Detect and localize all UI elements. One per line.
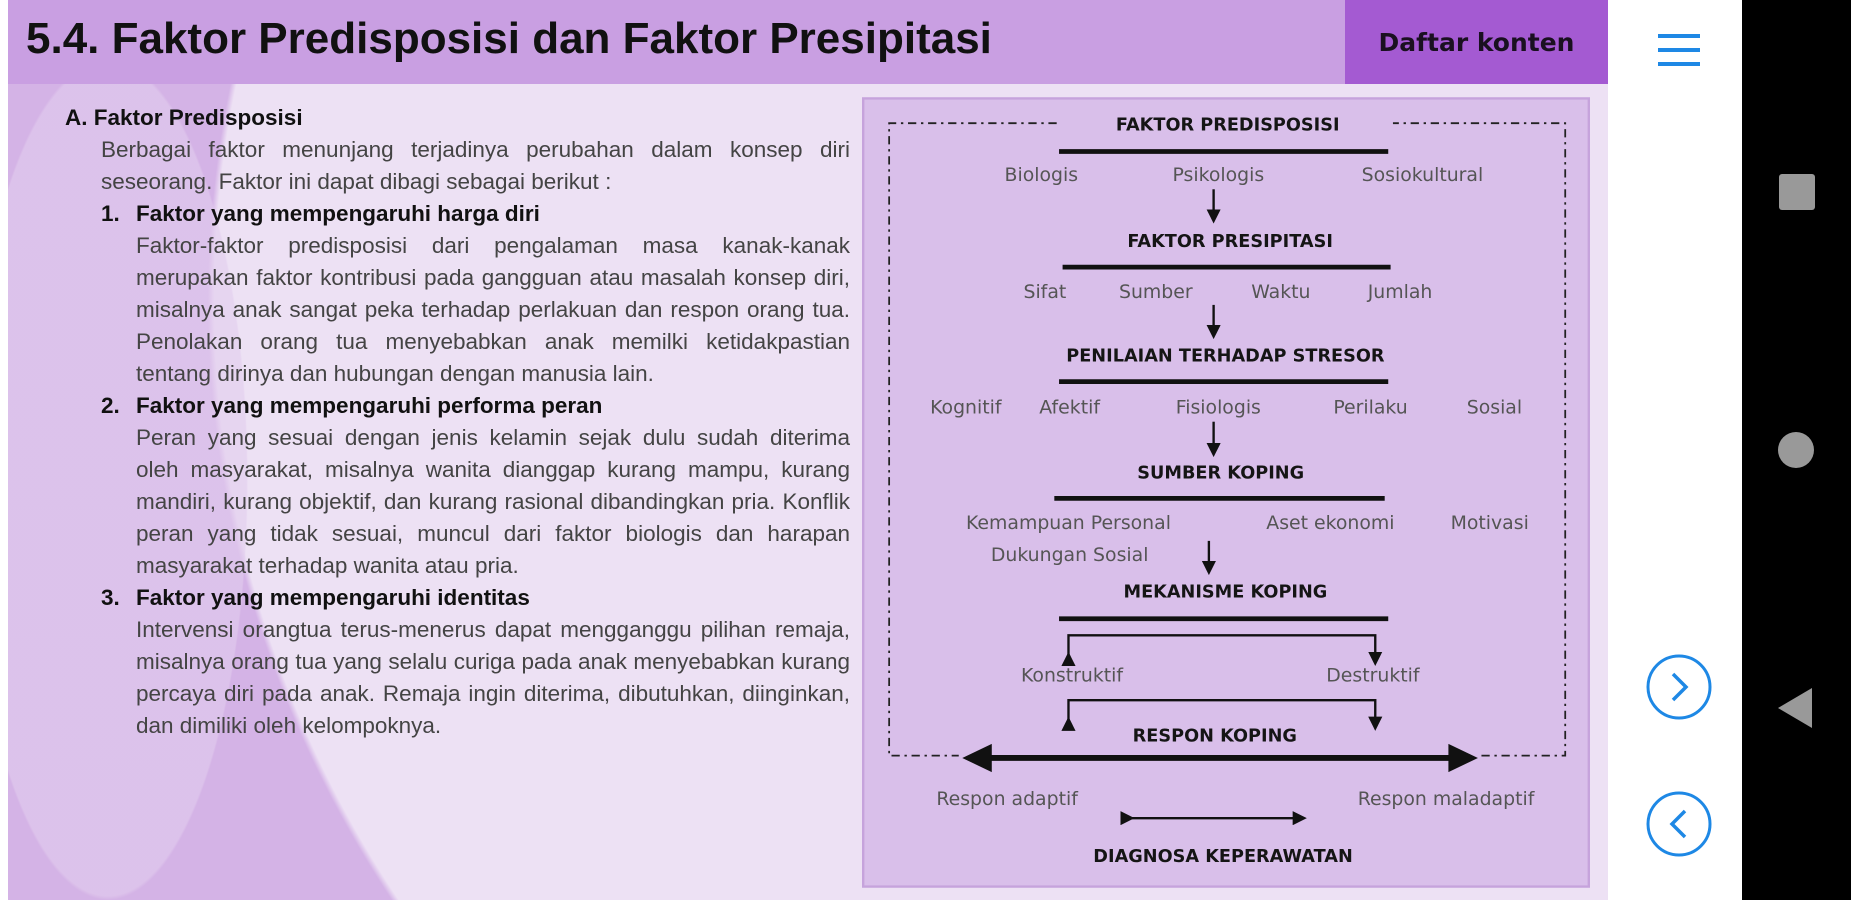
diagram-heading: MEKANISME KOPING	[1123, 583, 1327, 603]
item-body: Peran yang sesuai dengan jenis kelamin s…	[136, 425, 850, 578]
back-triangle-icon[interactable]	[1778, 688, 1814, 728]
diagram-item: Motivasi	[1451, 512, 1529, 534]
list-item-heading: 3. Faktor yang mempengaruhi identitas	[101, 582, 850, 614]
stress-coping-diagram: FAKTOR PREDISPOSISI FAKTOR PRESIPITASI P…	[862, 97, 1590, 888]
respon-double-arrow	[962, 743, 1478, 773]
item-heading: Faktor yang mempengaruhi identitas	[136, 585, 530, 610]
intro-paragraph: Berbagai faktor menunjang terjadinya per…	[101, 137, 850, 194]
list-item-heading: 1. Faktor yang mempengaruhi harga diri	[101, 198, 850, 230]
item-body: Intervensi orangtua terus-menerus dapat …	[136, 617, 850, 738]
header-bar: 5.4. Faktor Predisposisi dan Faktor Pres…	[8, 0, 1608, 84]
diagram-heading: FAKTOR PRESIPITASI	[1127, 232, 1333, 252]
item-body: Faktor-faktor predisposisi dari pengalam…	[136, 233, 850, 386]
diagram-heading: PENILAIAN TERHADAP STRESOR	[1066, 347, 1385, 367]
diagram-item: Biologis	[1005, 164, 1079, 186]
bracket-arrow	[1061, 634, 1383, 666]
diagram-item: Respon adaptif	[936, 788, 1078, 810]
chevron-left-circle-icon[interactable]	[1645, 790, 1713, 858]
diagram-item: Fisiologis	[1176, 396, 1261, 418]
recents-square-icon[interactable]	[1779, 174, 1815, 210]
dashed-frame	[888, 122, 1567, 757]
diagram-box	[862, 97, 1590, 888]
hamburger-menu-icon[interactable]	[1658, 30, 1700, 70]
diagram-item: Sosiokultural	[1362, 164, 1484, 186]
diagram-item: Psikologis	[1172, 164, 1264, 186]
diagram-item: Kognitif	[930, 396, 1002, 418]
android-nav-bar	[1742, 0, 1851, 900]
item-heading: Faktor yang mempengaruhi performa peran	[136, 393, 603, 418]
diagram-item: Konstruktif	[1021, 664, 1123, 686]
item-number: 2.	[101, 393, 120, 418]
diagram-item: Sifat	[1023, 281, 1066, 303]
diagram-heading: DIAGNOSA KEPERAWATAN	[1093, 847, 1352, 867]
diagram-item: Dukungan Sosial	[991, 544, 1149, 566]
list-item-heading: 2. Faktor yang mempengaruhi performa pera…	[101, 390, 850, 422]
background-shape	[8, 60, 248, 900]
diagram-item: Aset ekonomi	[1266, 512, 1394, 534]
diagram-item: Afektif	[1039, 396, 1100, 418]
diagram-heading: SUMBER KOPING	[1137, 463, 1304, 483]
diagram-heading: FAKTOR PREDISPOSISI	[1116, 115, 1340, 135]
item-number: 3.	[101, 585, 120, 610]
diagram-item: Sosial	[1467, 396, 1522, 418]
diagram-heading: RESPON KOPING	[1133, 726, 1297, 746]
item-heading: Faktor yang mempengaruhi harga diri	[136, 201, 540, 226]
diagram-item: Destruktif	[1326, 664, 1420, 686]
section-heading: A. Faktor Predisposisi	[65, 105, 303, 130]
diagram-item: Kemampuan Personal	[966, 512, 1171, 534]
diagram-item: Waktu	[1251, 281, 1310, 303]
home-circle-icon[interactable]	[1778, 432, 1814, 468]
item-number: 1.	[101, 201, 120, 226]
chevron-right-circle-icon[interactable]	[1645, 653, 1713, 721]
text-content: A. Faktor Predisposisi Berbagai faktor m…	[65, 102, 850, 742]
page-title: 5.4. Faktor Predisposisi dan Faktor Pres…	[26, 14, 992, 63]
diagram-item: Jumlah	[1367, 281, 1433, 303]
diagram-item: Perilaku	[1333, 396, 1407, 418]
diagram-item: Respon maladaptif	[1358, 788, 1535, 810]
side-toolbar	[1608, 0, 1742, 900]
bracket-arrow	[1061, 698, 1383, 731]
table-of-contents-button[interactable]: Daftar konten	[1345, 0, 1608, 84]
diagram-item: Sumber	[1119, 281, 1193, 303]
